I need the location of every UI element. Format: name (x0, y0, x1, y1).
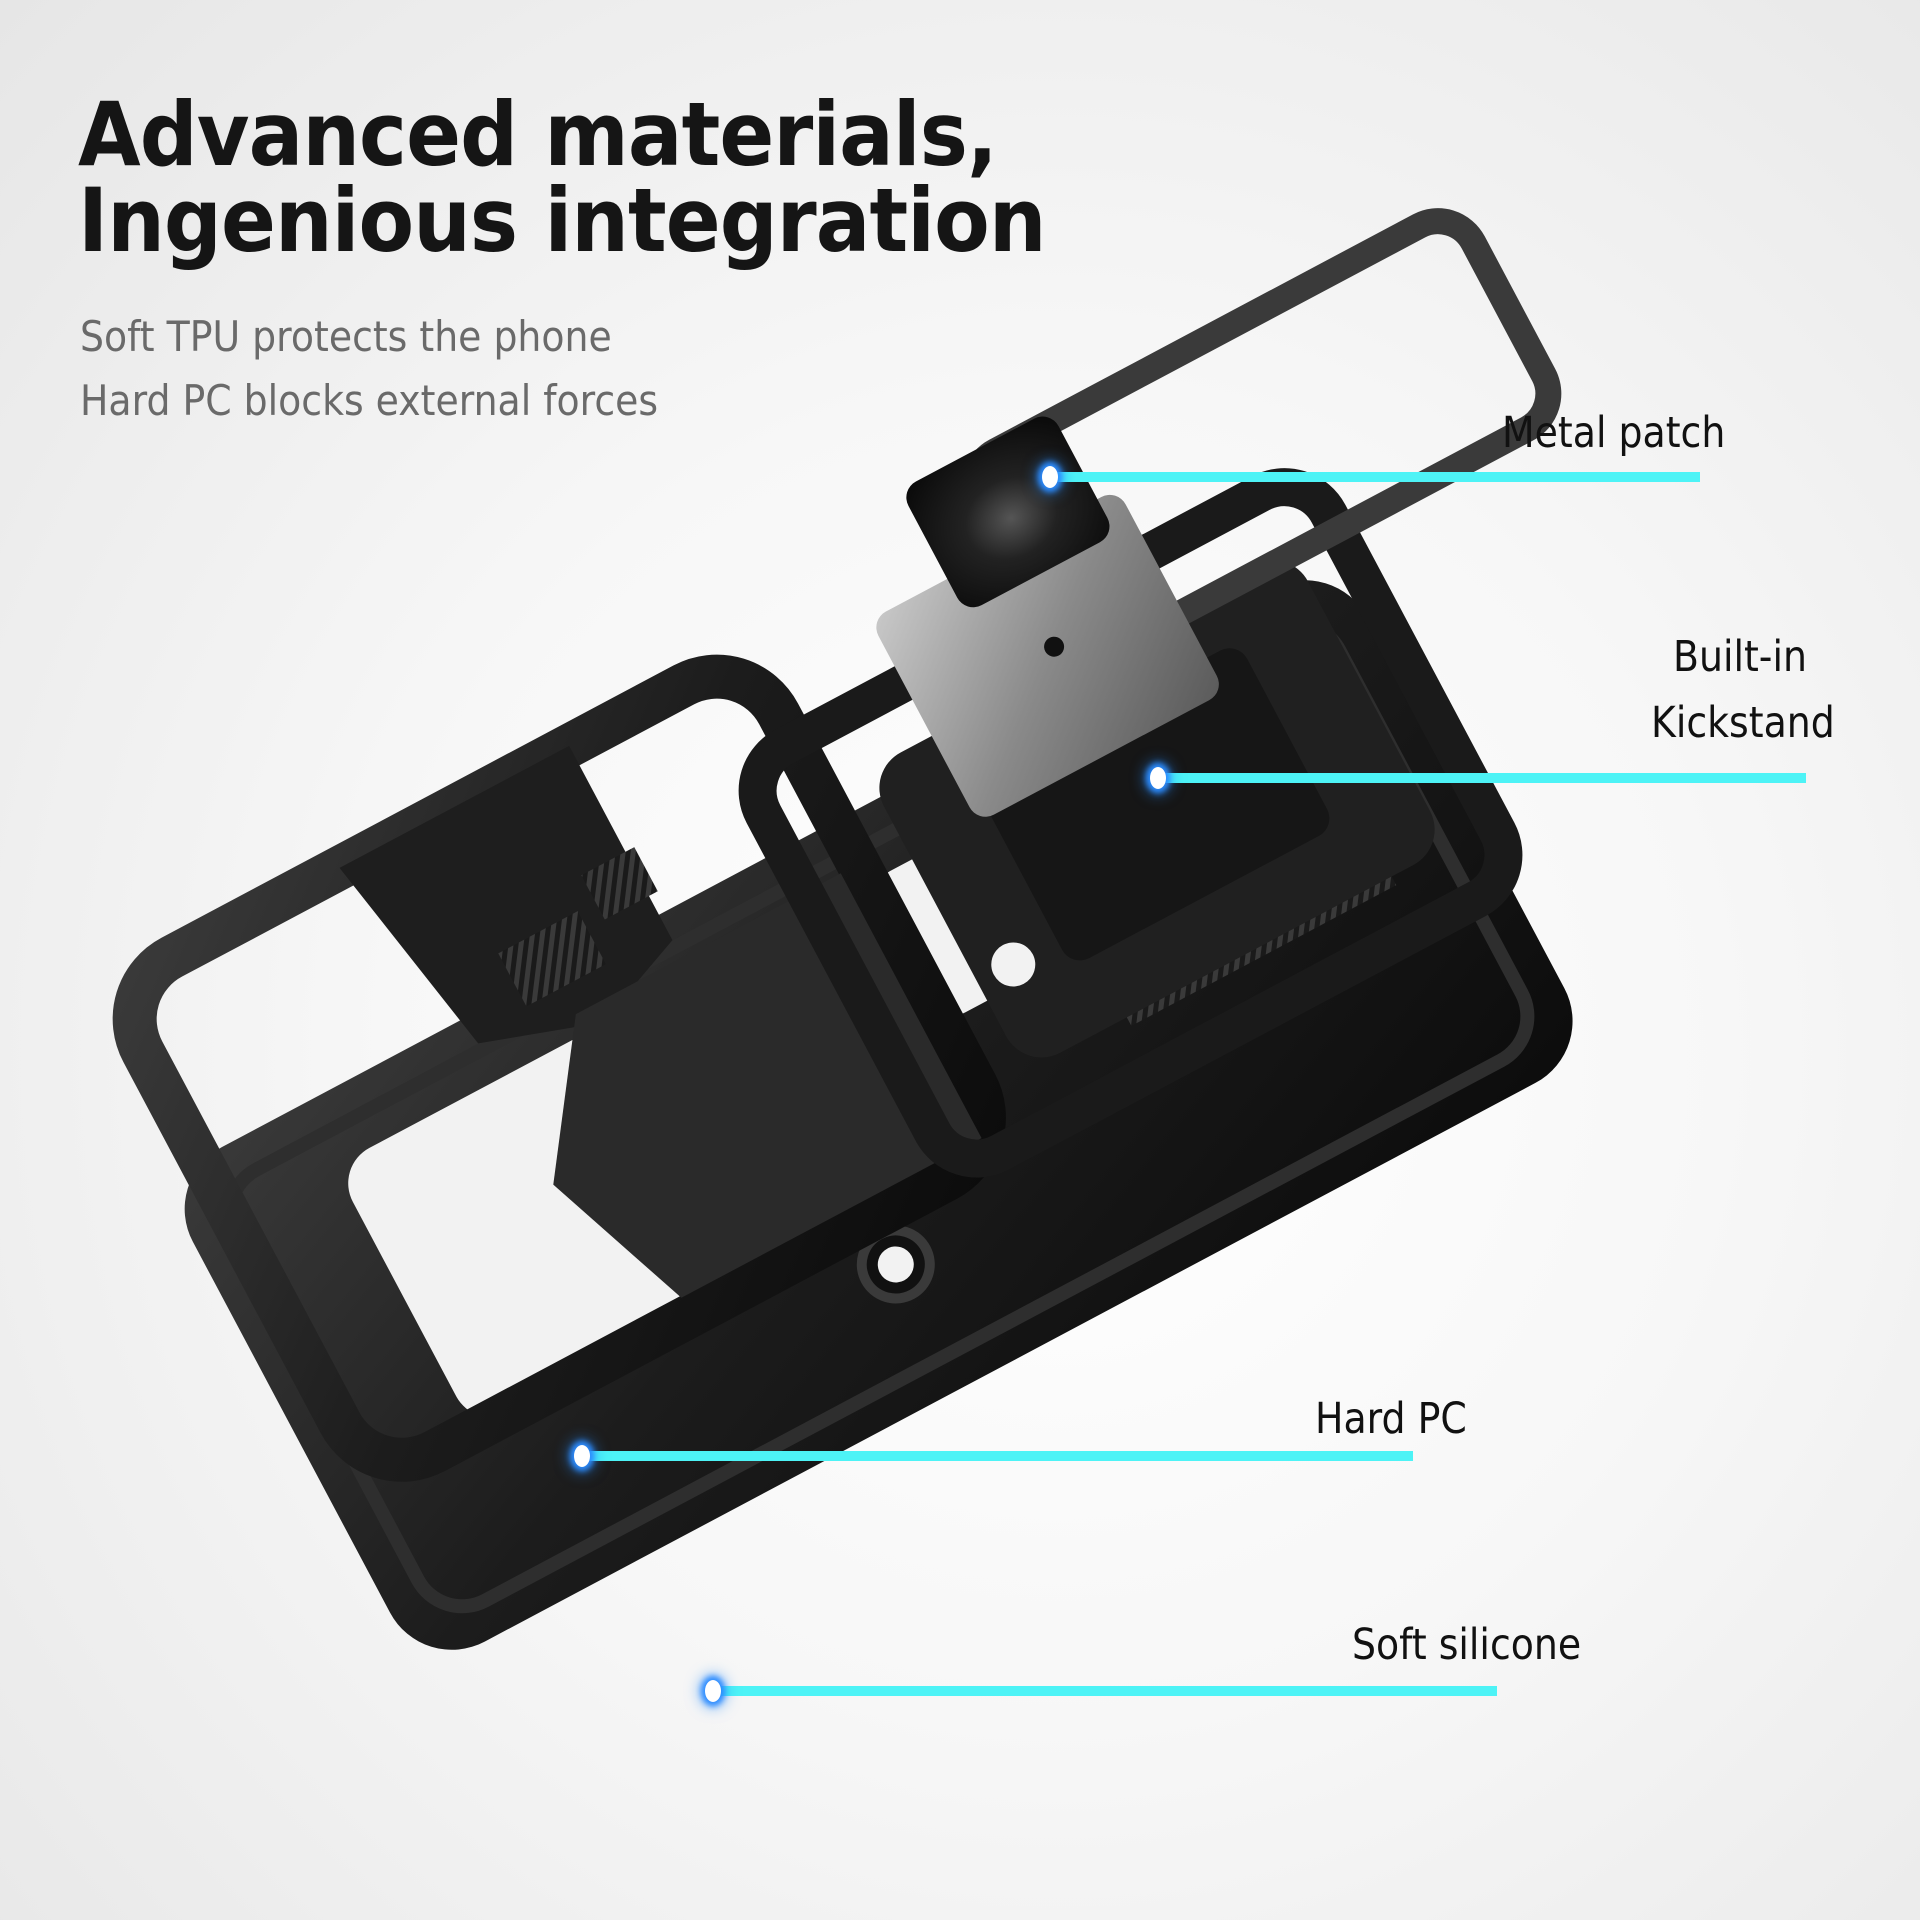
callout-line (582, 1451, 1413, 1461)
metal-patch (906, 416, 1110, 608)
heading-line-2: Ingenious integration (78, 169, 1046, 272)
subheading-line-2: Hard PC blocks external forces (80, 376, 659, 425)
heading-line-1: Advanced materials, (78, 83, 998, 186)
callout-label-soft-silicone: Soft silicone (1352, 1620, 1582, 1670)
callout-line (713, 1686, 1497, 1696)
callout-dot-icon (1150, 767, 1166, 789)
callout-line (1158, 773, 1806, 783)
page-heading: Advanced materials, Ingenious integratio… (78, 83, 1046, 272)
callout-dot-icon (1042, 466, 1058, 488)
subheading-line-1: Soft TPU protects the phone (80, 312, 612, 361)
callout-line (1050, 472, 1700, 482)
callout-dot-icon (705, 1680, 721, 1702)
subheading: Soft TPU protects the phone Hard PC bloc… (80, 305, 658, 433)
callout-label-metal-patch: Metal patch (1502, 408, 1726, 458)
hard-pc-frame (112, 654, 1006, 1482)
callout-label-built-in: Built-in (1673, 632, 1807, 682)
callout-dot-icon (574, 1445, 590, 1467)
callout-label-kickstand: Kickstand (1651, 698, 1835, 748)
upper-frame (738, 468, 1523, 1178)
callout-label-hard-pc: Hard PC (1315, 1394, 1467, 1444)
